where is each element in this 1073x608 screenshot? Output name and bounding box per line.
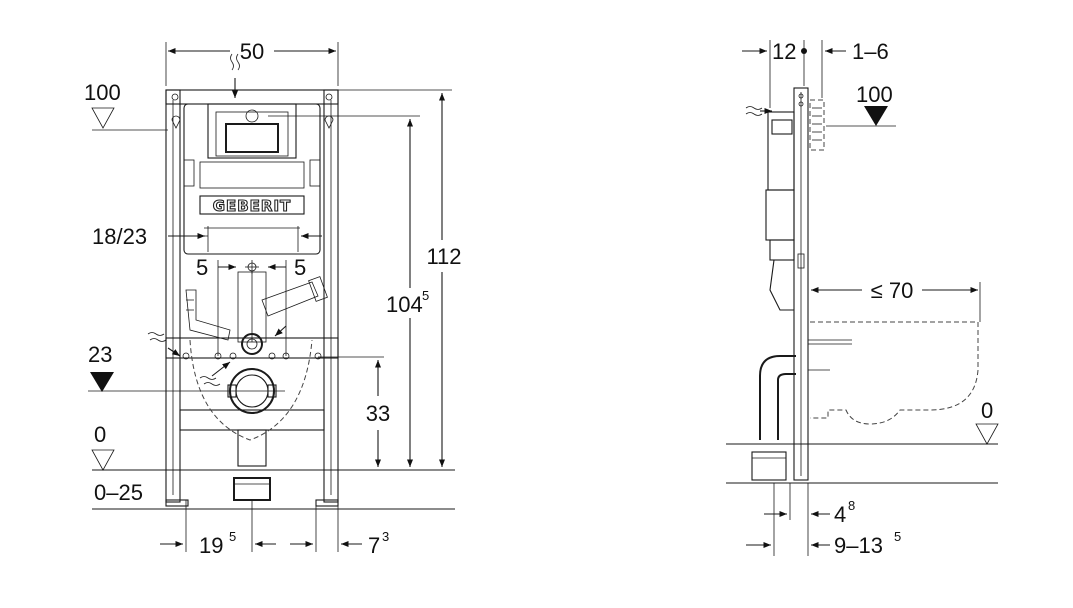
dim-floor-adjust: 0–25 <box>94 480 143 505</box>
dim-side-top-level: 100 <box>856 82 893 107</box>
dim-adjust-range-sup: 5 <box>894 529 901 544</box>
dim-foot-offset-sup: 3 <box>382 529 389 544</box>
datum-dot <box>801 48 807 54</box>
triangle-level-icon <box>975 423 999 445</box>
dim-floor-level: 0 <box>94 422 106 447</box>
triangle-level-icon <box>91 449 115 471</box>
dim-connector-left: 5 <box>196 255 208 280</box>
geberit-logo: GEBERIT <box>213 197 292 215</box>
flush-pipe-arrow <box>274 325 287 337</box>
dim-foot-spacing: 19 <box>199 533 223 558</box>
wavy-water-icon <box>745 106 772 116</box>
cistern: GEBERIT <box>183 103 321 255</box>
dim-depth: 12 <box>772 39 796 64</box>
dim-top-level: 100 <box>84 80 121 105</box>
dim-foot-offset: 7 <box>368 533 380 558</box>
wall-panel <box>793 87 809 481</box>
dim-width: 50 <box>240 39 264 64</box>
dim-foot-spacing-sup: 5 <box>229 529 236 544</box>
dim-drain-height: 33 <box>366 401 390 426</box>
triangle-level-icon <box>864 106 888 126</box>
dim-connector-right: 5 <box>294 255 306 280</box>
dim-drain-level: 23 <box>88 342 112 367</box>
dim-height-to-supply-sup: 5 <box>422 288 429 303</box>
front-view: GEBERIT <box>84 39 462 558</box>
dim-height-to-supply: 104 <box>386 292 423 317</box>
wavy-water-icon <box>199 361 231 386</box>
dim-wall-gap: 1–6 <box>852 39 889 64</box>
drain-elbow <box>751 339 852 481</box>
dim-bowl-projection: ≤ 70 <box>871 278 914 303</box>
dim-base-depth-sup: 8 <box>848 498 855 513</box>
dim-adjust-range: 9–13 <box>834 533 883 558</box>
bowl-outline <box>189 339 313 441</box>
dim-side-floor-level: 0 <box>981 398 993 423</box>
cistern-side <box>765 111 805 311</box>
dim-total-height: 112 <box>426 244 461 269</box>
bowl-outline-side <box>810 321 979 425</box>
dim-flush-spacing: 18/23 <box>92 224 147 249</box>
triangle-level-icon <box>90 372 114 392</box>
wavy-water-icon <box>147 332 181 357</box>
flush-plate-outline <box>809 99 825 151</box>
wavy-water-icon <box>230 53 240 98</box>
side-view: 12 1–6 100 ≤ 70 0 4 8 9–13 5 <box>726 39 999 558</box>
drain-outlet <box>227 368 277 501</box>
dim-base-depth: 4 <box>834 502 846 527</box>
triangle-level-icon <box>91 107 115 129</box>
